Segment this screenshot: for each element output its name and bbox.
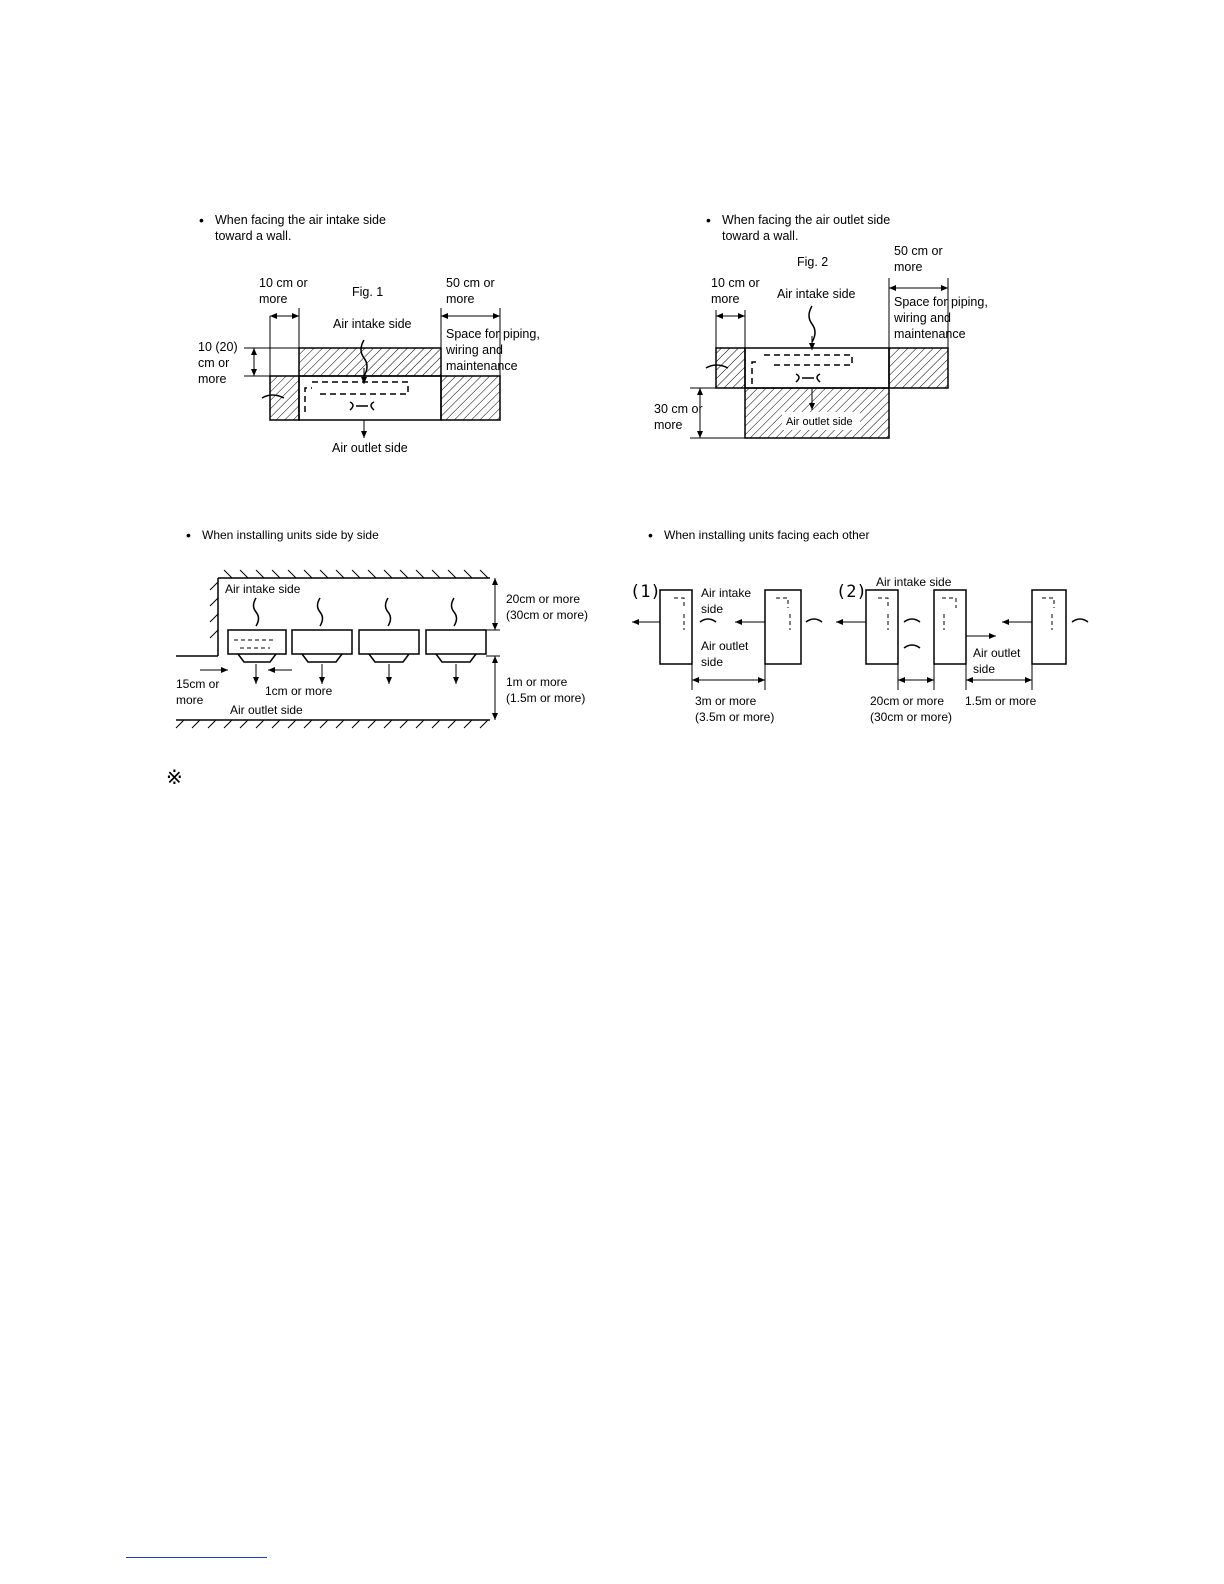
fig2-left-gap-label: 10 cm or more: [711, 276, 760, 306]
fig2-bottom-gap-label: 30 cm or more: [654, 402, 703, 432]
fig1-top-clearance-zone: [298, 347, 442, 377]
fig1-right-gap-label: 50 cm or more: [446, 276, 495, 306]
fig2-left-clearance-zone: [715, 347, 746, 389]
fig2-unit: [744, 347, 890, 389]
fig4-unit-1a: [659, 589, 693, 665]
fig1-bullet-text: When facing the air intake side toward a…: [199, 212, 386, 244]
fig3-unit-4: [425, 629, 487, 663]
fig2-diagram: [690, 278, 949, 439]
fig2-intake-label: Air intake side: [777, 287, 856, 301]
fig2-outlet-label: Air outlet side: [786, 416, 853, 428]
fig3-bullet-text: When installing units side by side: [186, 527, 379, 543]
fig1-space-label: Space for piping, wiring and maintenance: [446, 327, 540, 373]
fig3-outlet-label: Air outlet side: [230, 703, 303, 717]
fig1-title: Fig. 1: [352, 285, 384, 299]
fig4-unit-2a: [865, 589, 899, 665]
fig1-right-service-zone: [440, 375, 501, 421]
fig1-left-gap-label: 10 cm or more: [259, 276, 308, 306]
fig4-intake-label-1: Air intake side: [701, 586, 752, 616]
fig4-gap-2-label: 20cm or more (30cm or more): [870, 694, 953, 724]
fig1-left-clearance-zone: [269, 375, 300, 421]
fig3-unit-1: [227, 629, 287, 663]
fig4-outlet-label-2: Air outlet side: [973, 646, 1021, 676]
fig4-unit-2c: [1031, 589, 1067, 665]
fig2-space-label: Space for piping, wiring and maintenance: [894, 295, 988, 341]
fig1-unit: [298, 375, 442, 421]
fig3-unit-3: [358, 629, 420, 663]
fig3-unit-2: [291, 629, 353, 663]
fig2-bullet-text: When facing the air outlet side toward a…: [706, 212, 890, 244]
fig4-gap-3-label: 1.5m or more: [965, 694, 1037, 708]
fig3-between-label: 1cm or more: [265, 684, 333, 698]
fig4-outlet-label-1: Air outlet side: [701, 639, 749, 669]
fig3-bottom-gap-label: 1m or more (1.5m or more): [506, 675, 586, 705]
fig1-intake-label: Air intake side: [333, 317, 412, 331]
fig4-intake-top-label: Air intake side: [876, 575, 952, 589]
fig4-label-1: (1): [630, 582, 661, 602]
fig2-right-service-zone: [888, 347, 949, 389]
fig4-unit-1b: [764, 589, 802, 665]
fig2-right-gap-label: 50 cm or more: [894, 244, 943, 274]
fig4-label-2: (2): [836, 582, 867, 602]
fig3-diagram: [175, 569, 500, 729]
footnote-rule: [126, 1557, 267, 1558]
fig3-intake-label: Air intake side: [225, 582, 301, 596]
fig4-diagram: [632, 589, 1089, 690]
fig3-top-gap-label: 20cm or more (30cm or more): [506, 592, 589, 622]
fig1-outlet-label: Air outlet side: [332, 441, 408, 455]
fig1-height-gap-label: 10 (20) cm or more: [198, 340, 238, 386]
fig3-left-gap-label: 15cm or more: [176, 677, 220, 707]
fig1-diagram: [244, 308, 501, 438]
fig4-gap-1-label: 3m or more (3.5m or more): [695, 694, 775, 724]
fig4-bullet-text: When installing units facing each other: [648, 527, 869, 543]
note-mark: ※: [166, 767, 183, 789]
fig4-unit-2b: [933, 589, 967, 665]
fig2-title: Fig. 2: [797, 255, 829, 269]
